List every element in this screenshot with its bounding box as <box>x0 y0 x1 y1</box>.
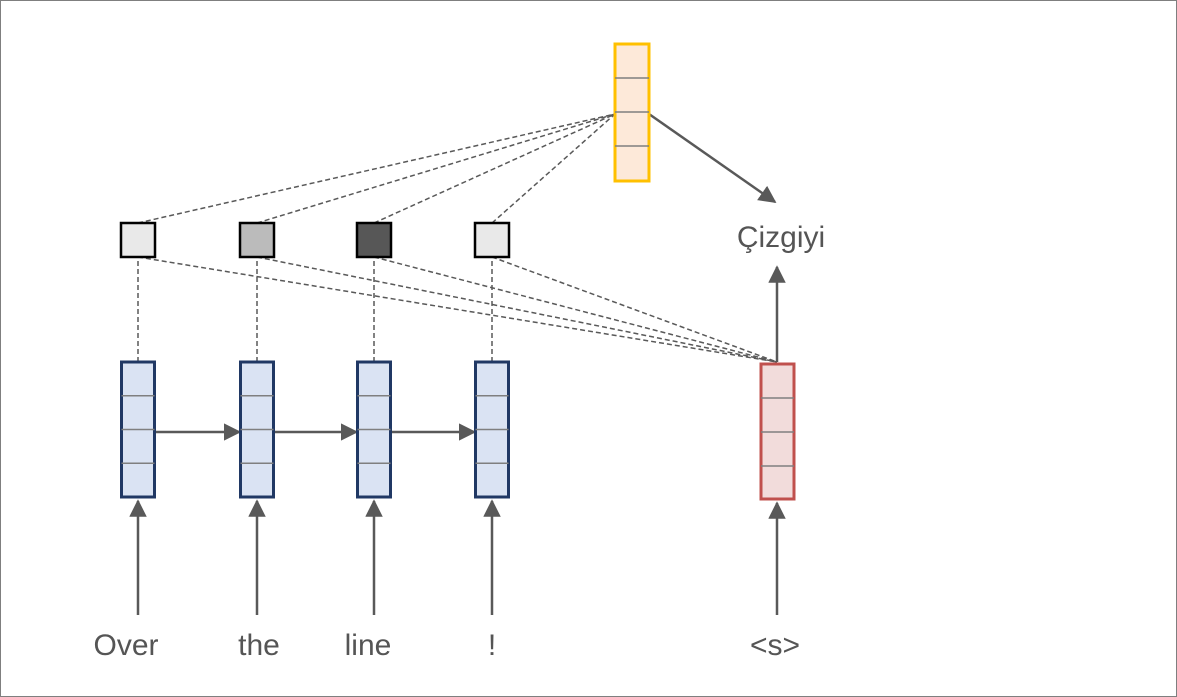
decoder-state <box>759 362 796 501</box>
decoder-input-token: <s> <box>750 629 800 662</box>
attention-weight-box <box>238 221 276 259</box>
flow-arrows <box>129 112 786 615</box>
weight-to-decoder-line <box>491 256 778 363</box>
output-word: Çizgiyi <box>737 221 825 254</box>
weight-to-context-line <box>137 113 616 224</box>
weight-to-context-line <box>256 113 616 224</box>
source-word-over: Over <box>93 629 158 662</box>
source-word-line: line <box>345 629 392 662</box>
attention-weight-box <box>473 221 511 259</box>
attention-weight-box <box>355 221 393 259</box>
attention-weights <box>119 221 511 259</box>
weight-to-decoder-line <box>373 256 778 363</box>
context-vector <box>613 42 651 183</box>
source-word-exclamation: ! <box>488 629 496 662</box>
weight-to-context-line <box>491 113 616 224</box>
source-word-the: the <box>238 629 280 662</box>
encoder-states <box>120 360 510 499</box>
weight-to-decoder-line <box>256 256 778 363</box>
attention-weight-box <box>119 221 157 259</box>
attention-lines <box>137 113 778 363</box>
weight-to-decoder-line <box>137 256 778 363</box>
context-output-arrow <box>648 112 777 204</box>
weight-to-context-line <box>373 113 616 224</box>
